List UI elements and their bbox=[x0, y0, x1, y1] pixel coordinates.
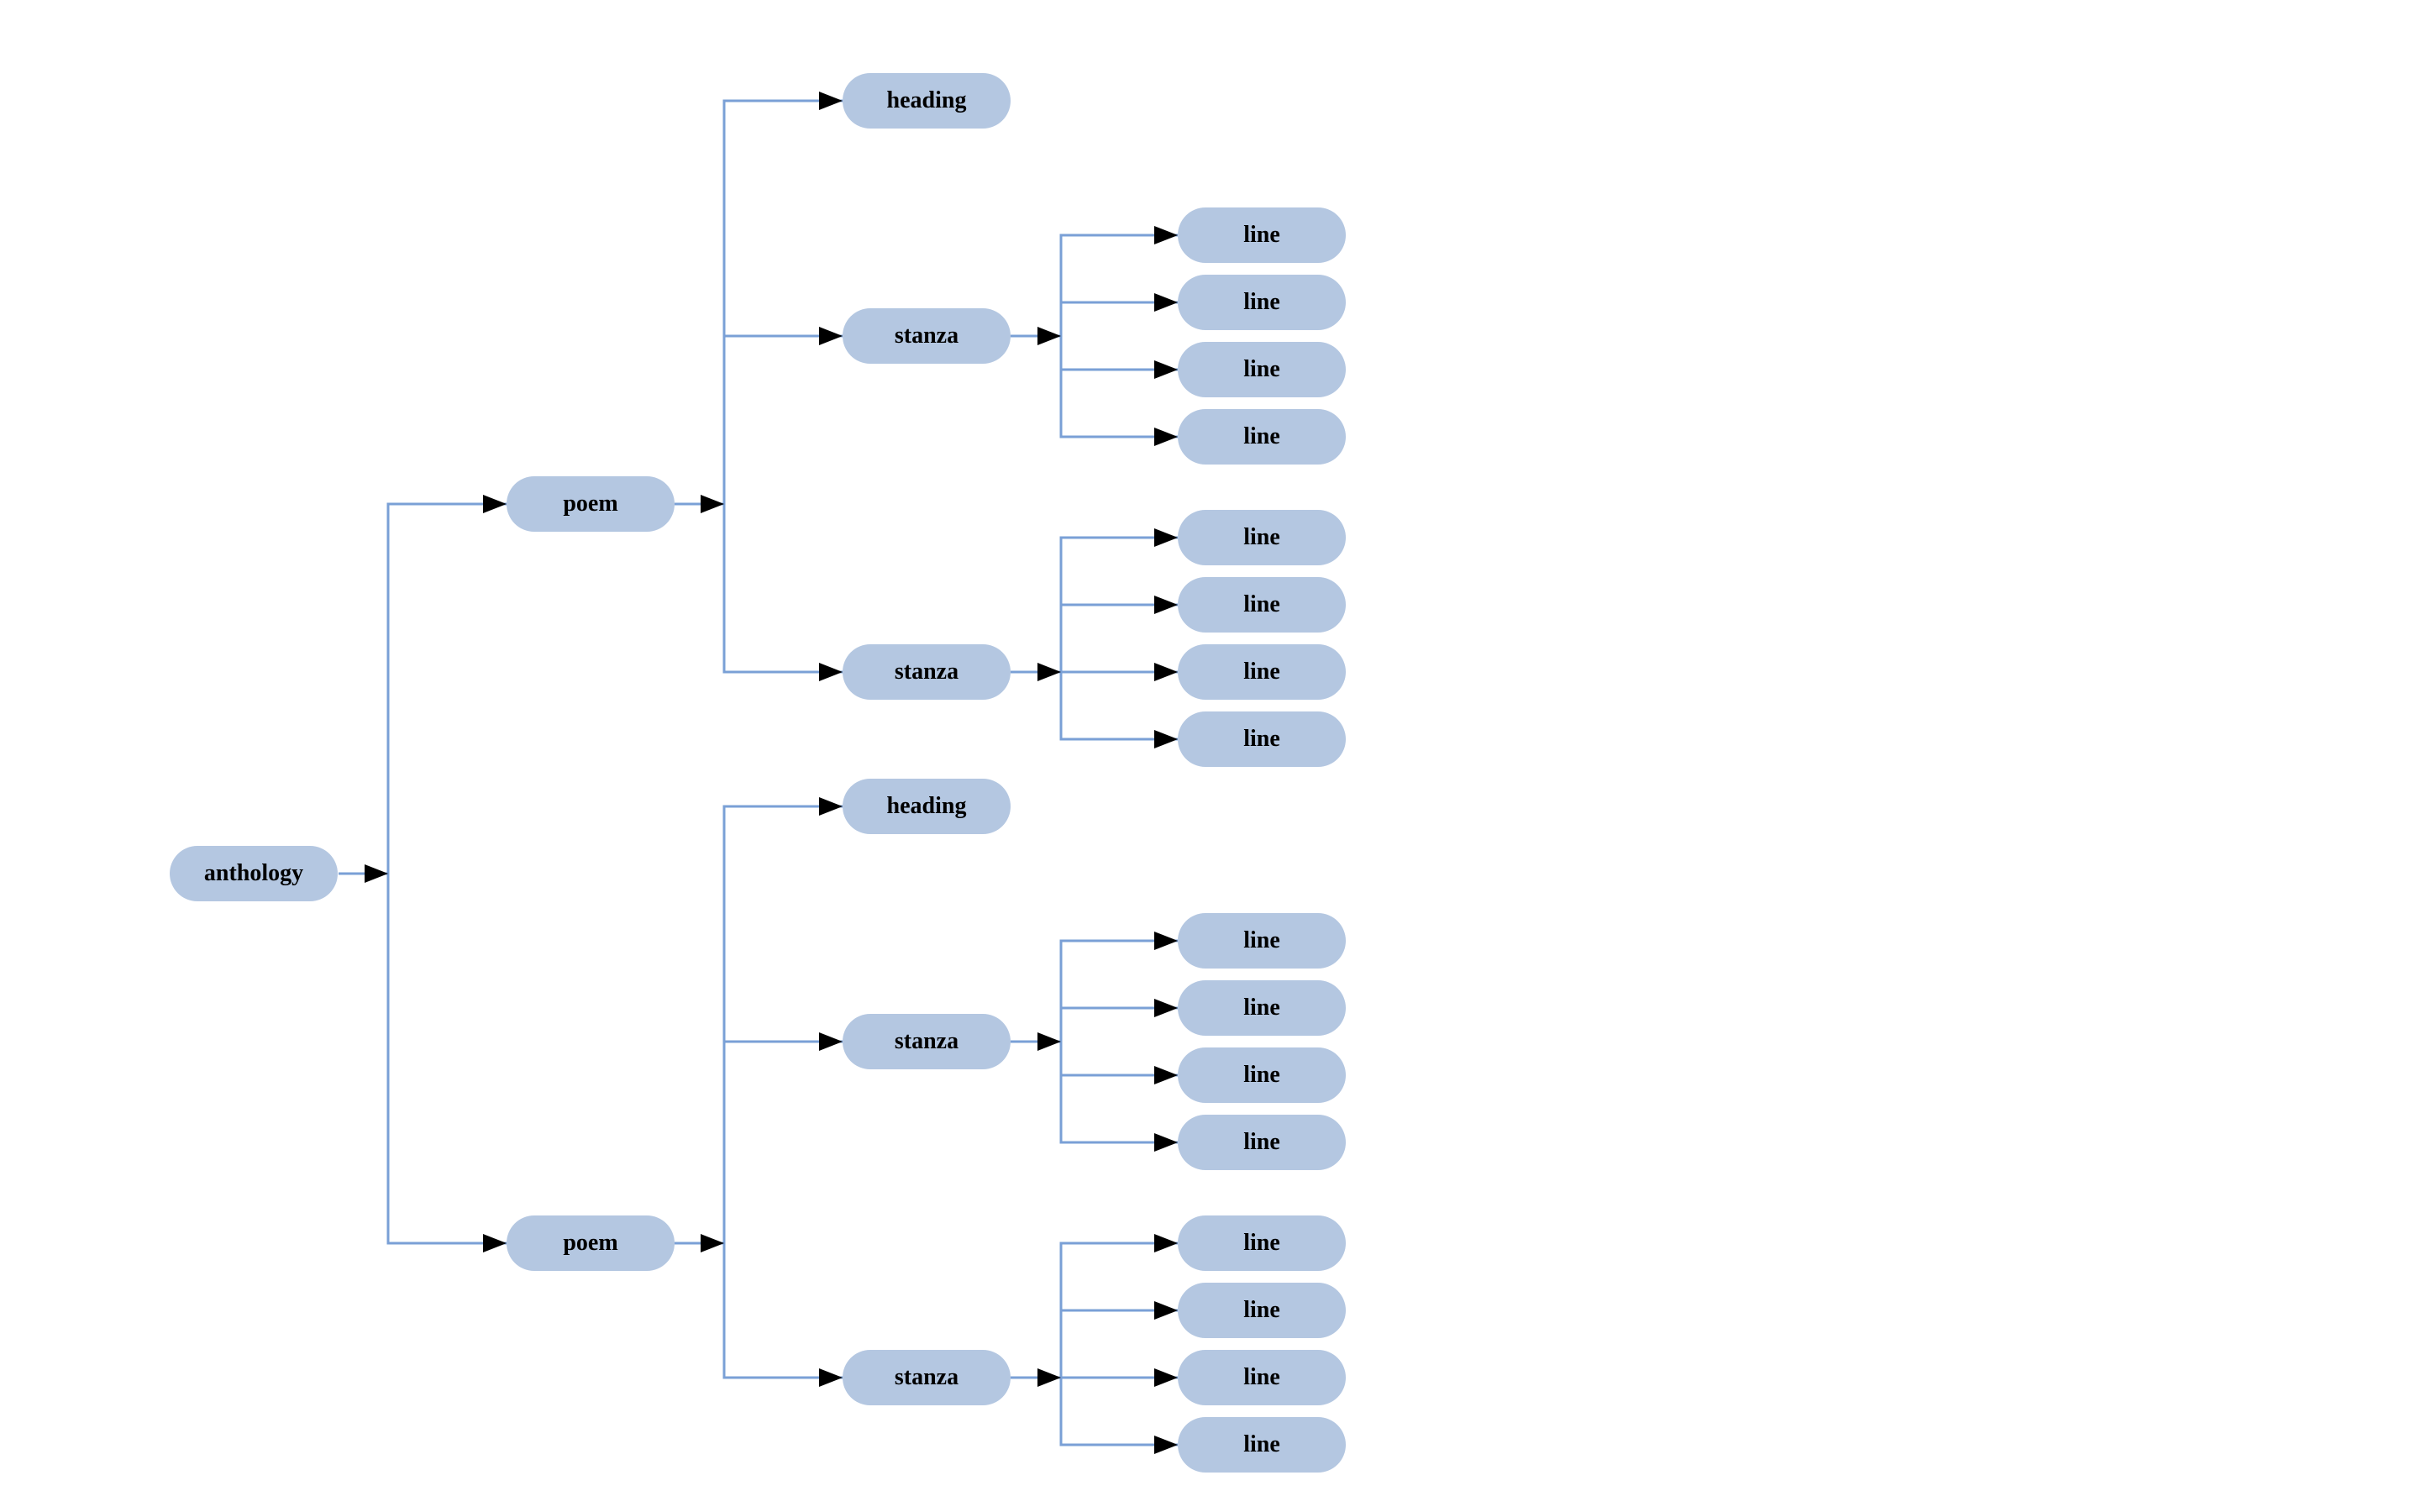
node-line-label: line bbox=[1243, 356, 1280, 382]
node-line-2-1-4: line bbox=[1178, 1115, 1346, 1170]
node-heading-2-label: heading bbox=[886, 793, 967, 819]
node-line-1-1-2: line bbox=[1178, 275, 1346, 330]
node-line-label: line bbox=[1243, 1129, 1280, 1155]
node-stanza-1-1-label: stanza bbox=[894, 323, 959, 349]
node-line-label: line bbox=[1243, 1364, 1280, 1390]
node-line-label: line bbox=[1243, 659, 1280, 685]
node-heading-1: heading bbox=[843, 73, 1011, 129]
node-line-1-2-2: line bbox=[1178, 577, 1346, 633]
node-stanza-2-1: stanza bbox=[843, 1014, 1011, 1069]
node-stanza-1-1: stanza bbox=[843, 308, 1011, 364]
node-heading-1-label: heading bbox=[886, 87, 967, 113]
node-line-1-1-1: line bbox=[1178, 207, 1346, 263]
node-line-2-2-2: line bbox=[1178, 1283, 1346, 1338]
node-line-label: line bbox=[1243, 1297, 1280, 1323]
node-stanza-2-2: stanza bbox=[843, 1350, 1011, 1405]
node-poem-2-label: poem bbox=[563, 1230, 618, 1256]
node-anthology-label: anthology bbox=[203, 860, 304, 886]
node-line-2-1-2: line bbox=[1178, 980, 1346, 1036]
node-line-label: line bbox=[1243, 524, 1280, 550]
node-line-2-2-1: line bbox=[1178, 1215, 1346, 1271]
node-line-1-2-1: line bbox=[1178, 510, 1346, 565]
node-stanza-1-2: stanza bbox=[843, 644, 1011, 700]
node-poem-2: poem bbox=[507, 1215, 675, 1271]
node-line-label: line bbox=[1243, 423, 1280, 449]
node-line-2-2-3: line bbox=[1178, 1350, 1346, 1405]
node-stanza-2-1-label: stanza bbox=[894, 1028, 959, 1054]
node-line-label: line bbox=[1243, 222, 1280, 248]
node-line-2-1-3: line bbox=[1178, 1047, 1346, 1103]
node-line-label: line bbox=[1243, 1230, 1280, 1256]
node-line-label: line bbox=[1243, 726, 1280, 752]
node-line-1-2-4: line bbox=[1178, 711, 1346, 767]
node-line-2-2-4: line bbox=[1178, 1417, 1346, 1473]
node-line-label: line bbox=[1243, 995, 1280, 1021]
node-anthology: anthology bbox=[170, 846, 338, 901]
node-stanza-2-2-label: stanza bbox=[894, 1364, 959, 1390]
node-stanza-1-2-label: stanza bbox=[894, 659, 959, 685]
node-poem-1-label: poem bbox=[563, 491, 618, 517]
node-line-label: line bbox=[1243, 591, 1280, 617]
node-poem-1: poem bbox=[507, 476, 675, 532]
node-line-1-1-3: line bbox=[1178, 342, 1346, 397]
node-line-label: line bbox=[1243, 927, 1280, 953]
node-line-1-1-4: line bbox=[1178, 409, 1346, 465]
node-line-label: line bbox=[1243, 1431, 1280, 1457]
node-line-label: line bbox=[1243, 1062, 1280, 1088]
node-line-label: line bbox=[1243, 289, 1280, 315]
node-line-1-2-3: line bbox=[1178, 644, 1346, 700]
node-heading-2: heading bbox=[843, 779, 1011, 834]
node-line-2-1-1: line bbox=[1178, 913, 1346, 969]
